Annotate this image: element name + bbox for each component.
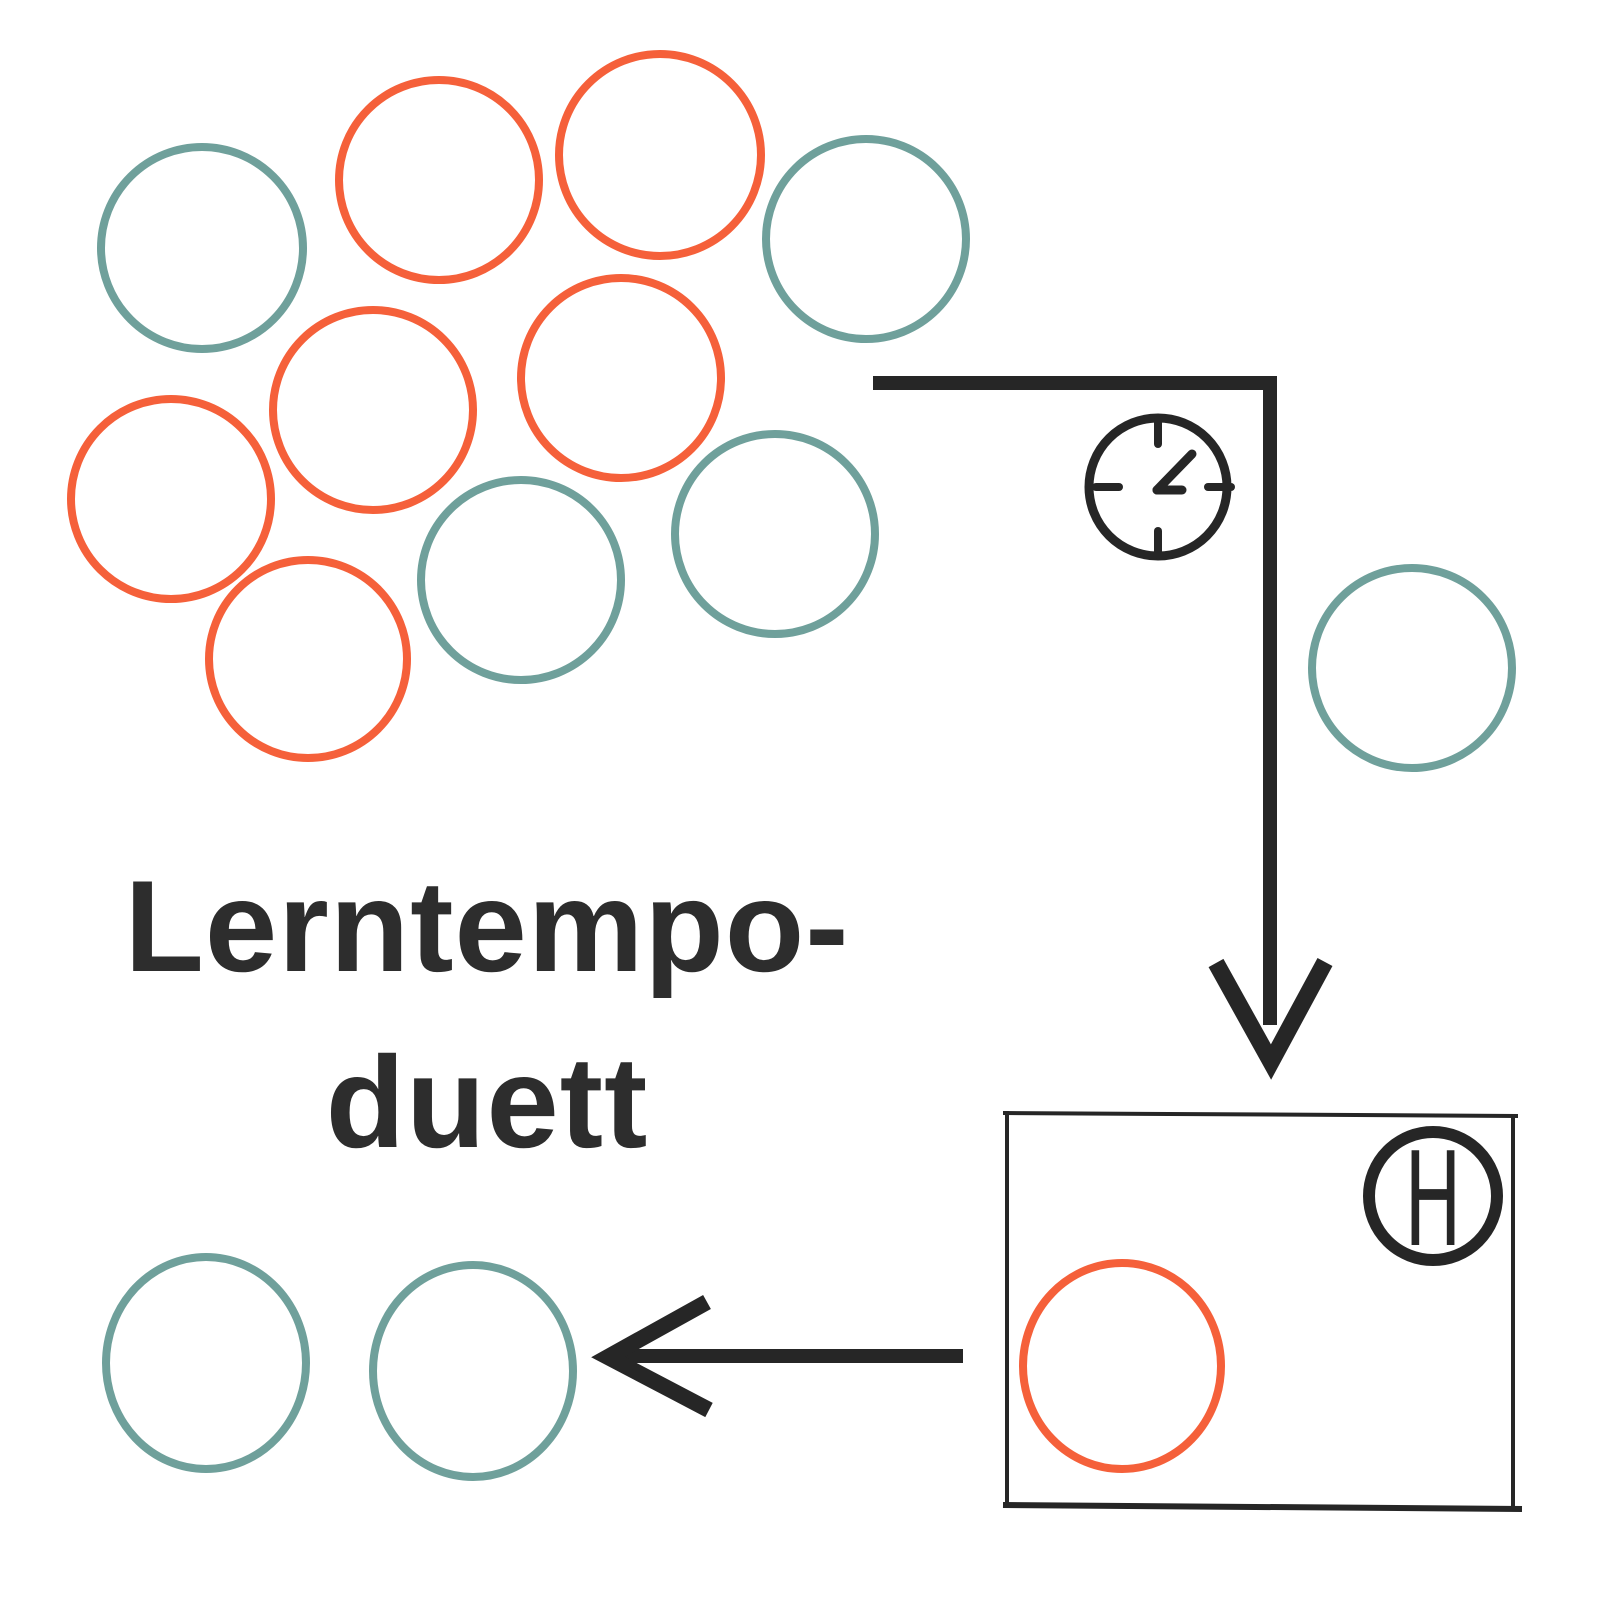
h-badge-letter: H	[1404, 1124, 1462, 1276]
person-circle-teal	[671, 430, 879, 638]
left-arrow	[591, 1295, 963, 1418]
elbow-arrow-shaft	[873, 376, 1277, 1025]
diagram-title-line1: Lerntempo-	[124, 853, 850, 999]
person-circle-orange	[67, 395, 275, 603]
waiting-circle	[1308, 564, 1516, 772]
person-circle-orange	[269, 306, 477, 514]
down-arrowhead-icon	[1208, 957, 1333, 1080]
person-circle-teal	[1308, 564, 1516, 772]
top-circle-cluster	[67, 50, 970, 762]
meeting-point-box: H	[1002, 1111, 1523, 1512]
person-circle-teal	[102, 1253, 310, 1473]
person-circle-orange	[205, 556, 411, 762]
box-top-edge	[1002, 1111, 1519, 1118]
person-circle-orange	[1019, 1259, 1225, 1473]
left-arrowhead-icon	[591, 1295, 713, 1418]
person-circle-teal	[369, 1261, 577, 1481]
diagram-title-line2: duett	[325, 1029, 649, 1175]
clock-minute-hand	[1152, 449, 1197, 495]
result-duet-pair	[102, 1253, 577, 1481]
person-circle-teal	[417, 476, 625, 684]
h-badge-ring	[1363, 1126, 1503, 1266]
box-waiting-circle	[1019, 1259, 1225, 1473]
person-circle-teal	[762, 135, 970, 343]
bus-stop-h-icon: H	[1363, 1124, 1503, 1276]
person-circle-teal	[97, 143, 307, 353]
person-circle-orange	[555, 50, 765, 260]
clock-icon	[1084, 413, 1235, 561]
person-circle-orange	[517, 274, 725, 482]
elbow-down-arrow	[873, 376, 1333, 1080]
person-circle-orange	[335, 76, 543, 284]
box-bottom-edge	[1002, 1502, 1523, 1512]
